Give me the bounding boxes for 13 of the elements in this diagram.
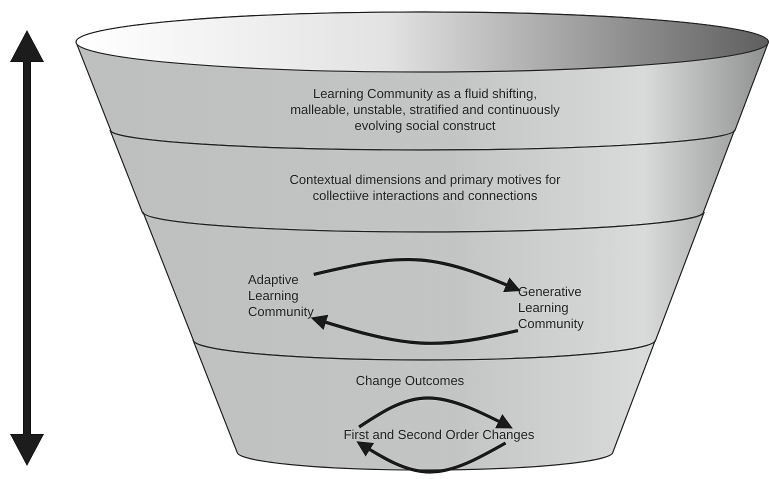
funnel-band (192, 340, 656, 470)
node-label: First and Second Order Changes (328, 427, 550, 443)
node-label: Adaptive Learning Community (248, 272, 314, 320)
band-text: Learning Community as a fluid shifting, malleable, unstable, stratified and continuously evolving social construct (290, 86, 560, 134)
arrow (313, 258, 521, 292)
band-text: Contextual dimensions and primary motives for collectiive interactions and connections (288, 172, 562, 204)
band-text: Change Outcomes (354, 373, 466, 389)
arrow (310, 314, 518, 345)
node-label: Generative Learning Community (518, 284, 584, 332)
funnel-band (76, 12, 768, 150)
arrow (358, 396, 513, 428)
arrow (356, 441, 506, 474)
funnel-band (142, 212, 704, 360)
